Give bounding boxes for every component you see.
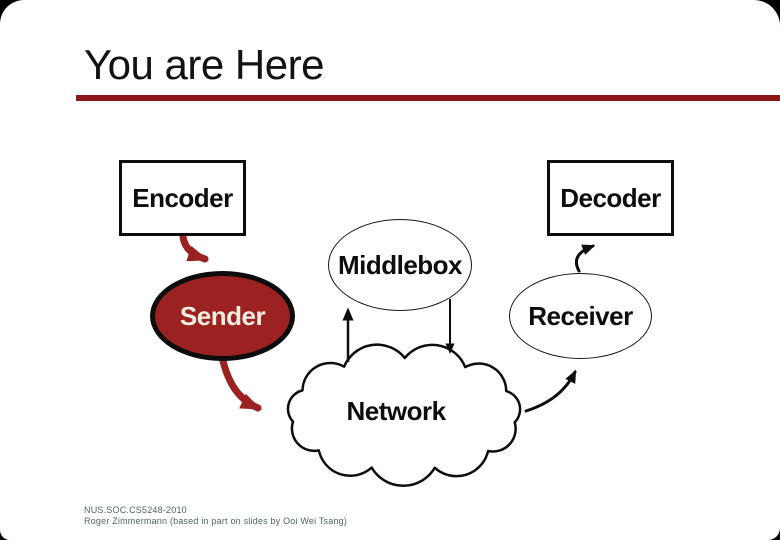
node-sender-label: Sender [179,300,266,331]
node-network-label: Network [346,396,446,426]
node-encoder: Encoder [119,160,246,236]
footer-course-code: NUS.SOC.CS5248-2010 [84,505,187,515]
node-decoder: Decoder [547,160,674,236]
node-middlebox-label: Middlebox [337,249,463,280]
node-middlebox: Middlebox [328,219,472,311]
node-decoder-label: Decoder [560,182,661,213]
network-cloud [286,343,522,487]
edge-receiver-to-decoder [574,244,596,273]
edge-sender-to-network [218,353,262,412]
footer-credit: Roger Zimmermann (based in part on slide… [84,516,348,526]
title-underline [76,95,780,101]
slide-footer: NUS.SOC.CS5248-2010 Roger Zimmermann (ba… [84,505,347,527]
node-receiver-label: Receiver [528,300,633,331]
node-receiver: Receiver [509,273,652,359]
node-encoder-label: Encoder [132,182,233,213]
node-sender: Sender [150,271,295,361]
edge-encoder-to-sender [179,233,209,263]
slide-title: You are Here [84,41,324,88]
edge-network-to-receiver [524,369,577,413]
